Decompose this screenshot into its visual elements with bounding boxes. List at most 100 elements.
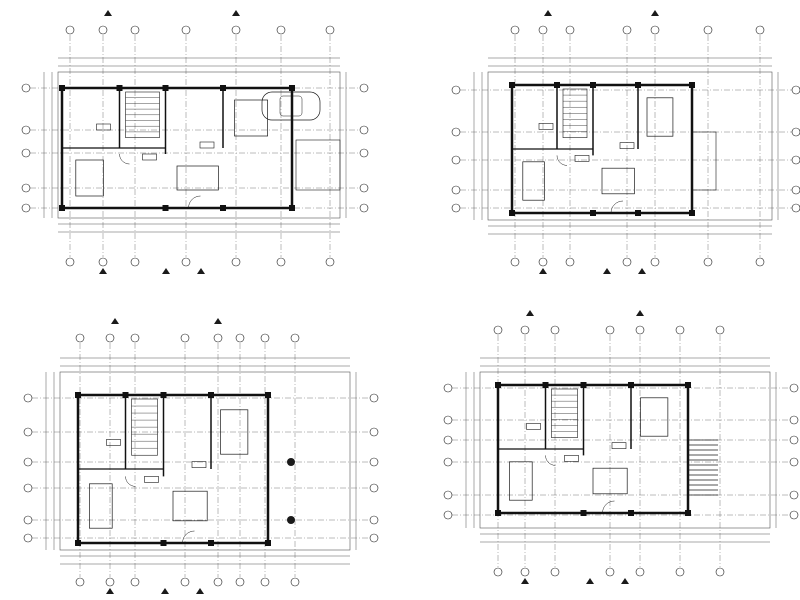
section-marker-icon bbox=[232, 10, 240, 16]
furniture-bed bbox=[592, 467, 628, 495]
column bbox=[495, 382, 501, 388]
door-swing bbox=[125, 476, 136, 487]
grid-bubble bbox=[443, 510, 453, 520]
column bbox=[554, 82, 560, 88]
grid-bubble bbox=[789, 490, 799, 500]
section-marker-icon bbox=[638, 268, 646, 274]
grid-bubble bbox=[791, 127, 800, 137]
section-marker-icon bbox=[526, 310, 534, 316]
column bbox=[220, 205, 226, 211]
column bbox=[208, 392, 214, 398]
grid-bubble bbox=[493, 567, 503, 577]
furniture-sofa bbox=[640, 397, 669, 437]
grid-bubble bbox=[443, 383, 453, 393]
column bbox=[122, 392, 129, 398]
grid-bubble bbox=[789, 435, 799, 445]
plan-bottom-right bbox=[443, 310, 799, 584]
column bbox=[635, 210, 641, 216]
grid-bubble bbox=[23, 483, 33, 493]
grid-bubble bbox=[703, 257, 713, 267]
section-marker-icon bbox=[106, 588, 114, 594]
grid-bubble bbox=[510, 25, 520, 35]
section-marker-icon bbox=[197, 268, 205, 274]
furniture-sofa bbox=[234, 99, 268, 137]
furniture-bed bbox=[601, 167, 635, 195]
room-tag bbox=[96, 123, 111, 131]
furniture-bed bbox=[176, 165, 219, 191]
plan-top-right bbox=[451, 10, 800, 274]
grid-bubble bbox=[451, 85, 461, 95]
grid-bubble bbox=[130, 257, 140, 267]
grid-bubble bbox=[565, 257, 575, 267]
section-marker-icon bbox=[603, 268, 611, 274]
grid-bubble bbox=[130, 577, 140, 587]
terrace-hatch bbox=[688, 439, 718, 496]
column-round bbox=[287, 458, 295, 466]
column bbox=[590, 82, 596, 88]
grid-bubble bbox=[359, 83, 369, 93]
grid-bubble bbox=[675, 325, 685, 335]
column bbox=[289, 85, 295, 91]
column bbox=[265, 540, 271, 546]
grid-bubble bbox=[605, 325, 615, 335]
grid-bubble bbox=[369, 393, 379, 403]
grid-bubble bbox=[21, 148, 31, 158]
grid-bubble bbox=[635, 325, 645, 335]
plan-top-left bbox=[21, 10, 369, 274]
column bbox=[75, 392, 81, 398]
grid-bubble bbox=[180, 577, 190, 587]
grid-bubble bbox=[789, 383, 799, 393]
grid-bubble bbox=[231, 25, 241, 35]
grid-bubble bbox=[235, 577, 245, 587]
grid-bubble bbox=[715, 567, 725, 577]
grid-bubble bbox=[622, 257, 632, 267]
grid-bubble bbox=[98, 25, 108, 35]
grid-bubble bbox=[359, 148, 369, 158]
grid-bubble bbox=[369, 427, 379, 437]
grid-bubble bbox=[369, 457, 379, 467]
door-swing bbox=[182, 530, 195, 544]
grid-bubble bbox=[369, 483, 379, 493]
grid-bubble bbox=[550, 567, 560, 577]
grid-bubble bbox=[231, 257, 241, 267]
section-marker-icon bbox=[196, 588, 204, 594]
column bbox=[495, 510, 501, 516]
grid-bubble bbox=[369, 533, 379, 543]
column bbox=[160, 392, 167, 398]
column bbox=[542, 382, 549, 388]
grid-bubble bbox=[213, 333, 223, 343]
grid-bubble bbox=[755, 257, 765, 267]
furniture-table bbox=[522, 161, 545, 201]
section-marker-icon bbox=[621, 578, 629, 584]
car-roof bbox=[279, 95, 303, 117]
grid-bubble bbox=[181, 257, 191, 267]
column bbox=[116, 85, 123, 91]
grid-bubble bbox=[290, 577, 300, 587]
balcony bbox=[691, 131, 717, 191]
grid-bubble bbox=[755, 25, 765, 35]
room-tag bbox=[144, 476, 159, 483]
grid-bubble bbox=[538, 25, 548, 35]
column bbox=[59, 85, 65, 91]
room-tag bbox=[191, 461, 207, 468]
grid-bubble bbox=[550, 325, 560, 335]
room-tag bbox=[619, 142, 635, 149]
column bbox=[289, 205, 295, 211]
room-tag bbox=[106, 439, 121, 446]
grid-bubble bbox=[451, 185, 461, 195]
column bbox=[265, 392, 271, 398]
grid-bubble bbox=[715, 325, 725, 335]
room-tag bbox=[574, 155, 590, 162]
section-marker-icon bbox=[162, 268, 170, 274]
grid-bubble bbox=[359, 183, 369, 193]
grid-bubble bbox=[21, 83, 31, 93]
column bbox=[635, 82, 641, 88]
column bbox=[75, 540, 81, 546]
column bbox=[628, 510, 634, 516]
furniture-table bbox=[509, 461, 533, 501]
grid-bubble bbox=[443, 415, 453, 425]
grid-bubble bbox=[260, 577, 270, 587]
grid-bubble bbox=[105, 333, 115, 343]
grid-bubble bbox=[75, 577, 85, 587]
